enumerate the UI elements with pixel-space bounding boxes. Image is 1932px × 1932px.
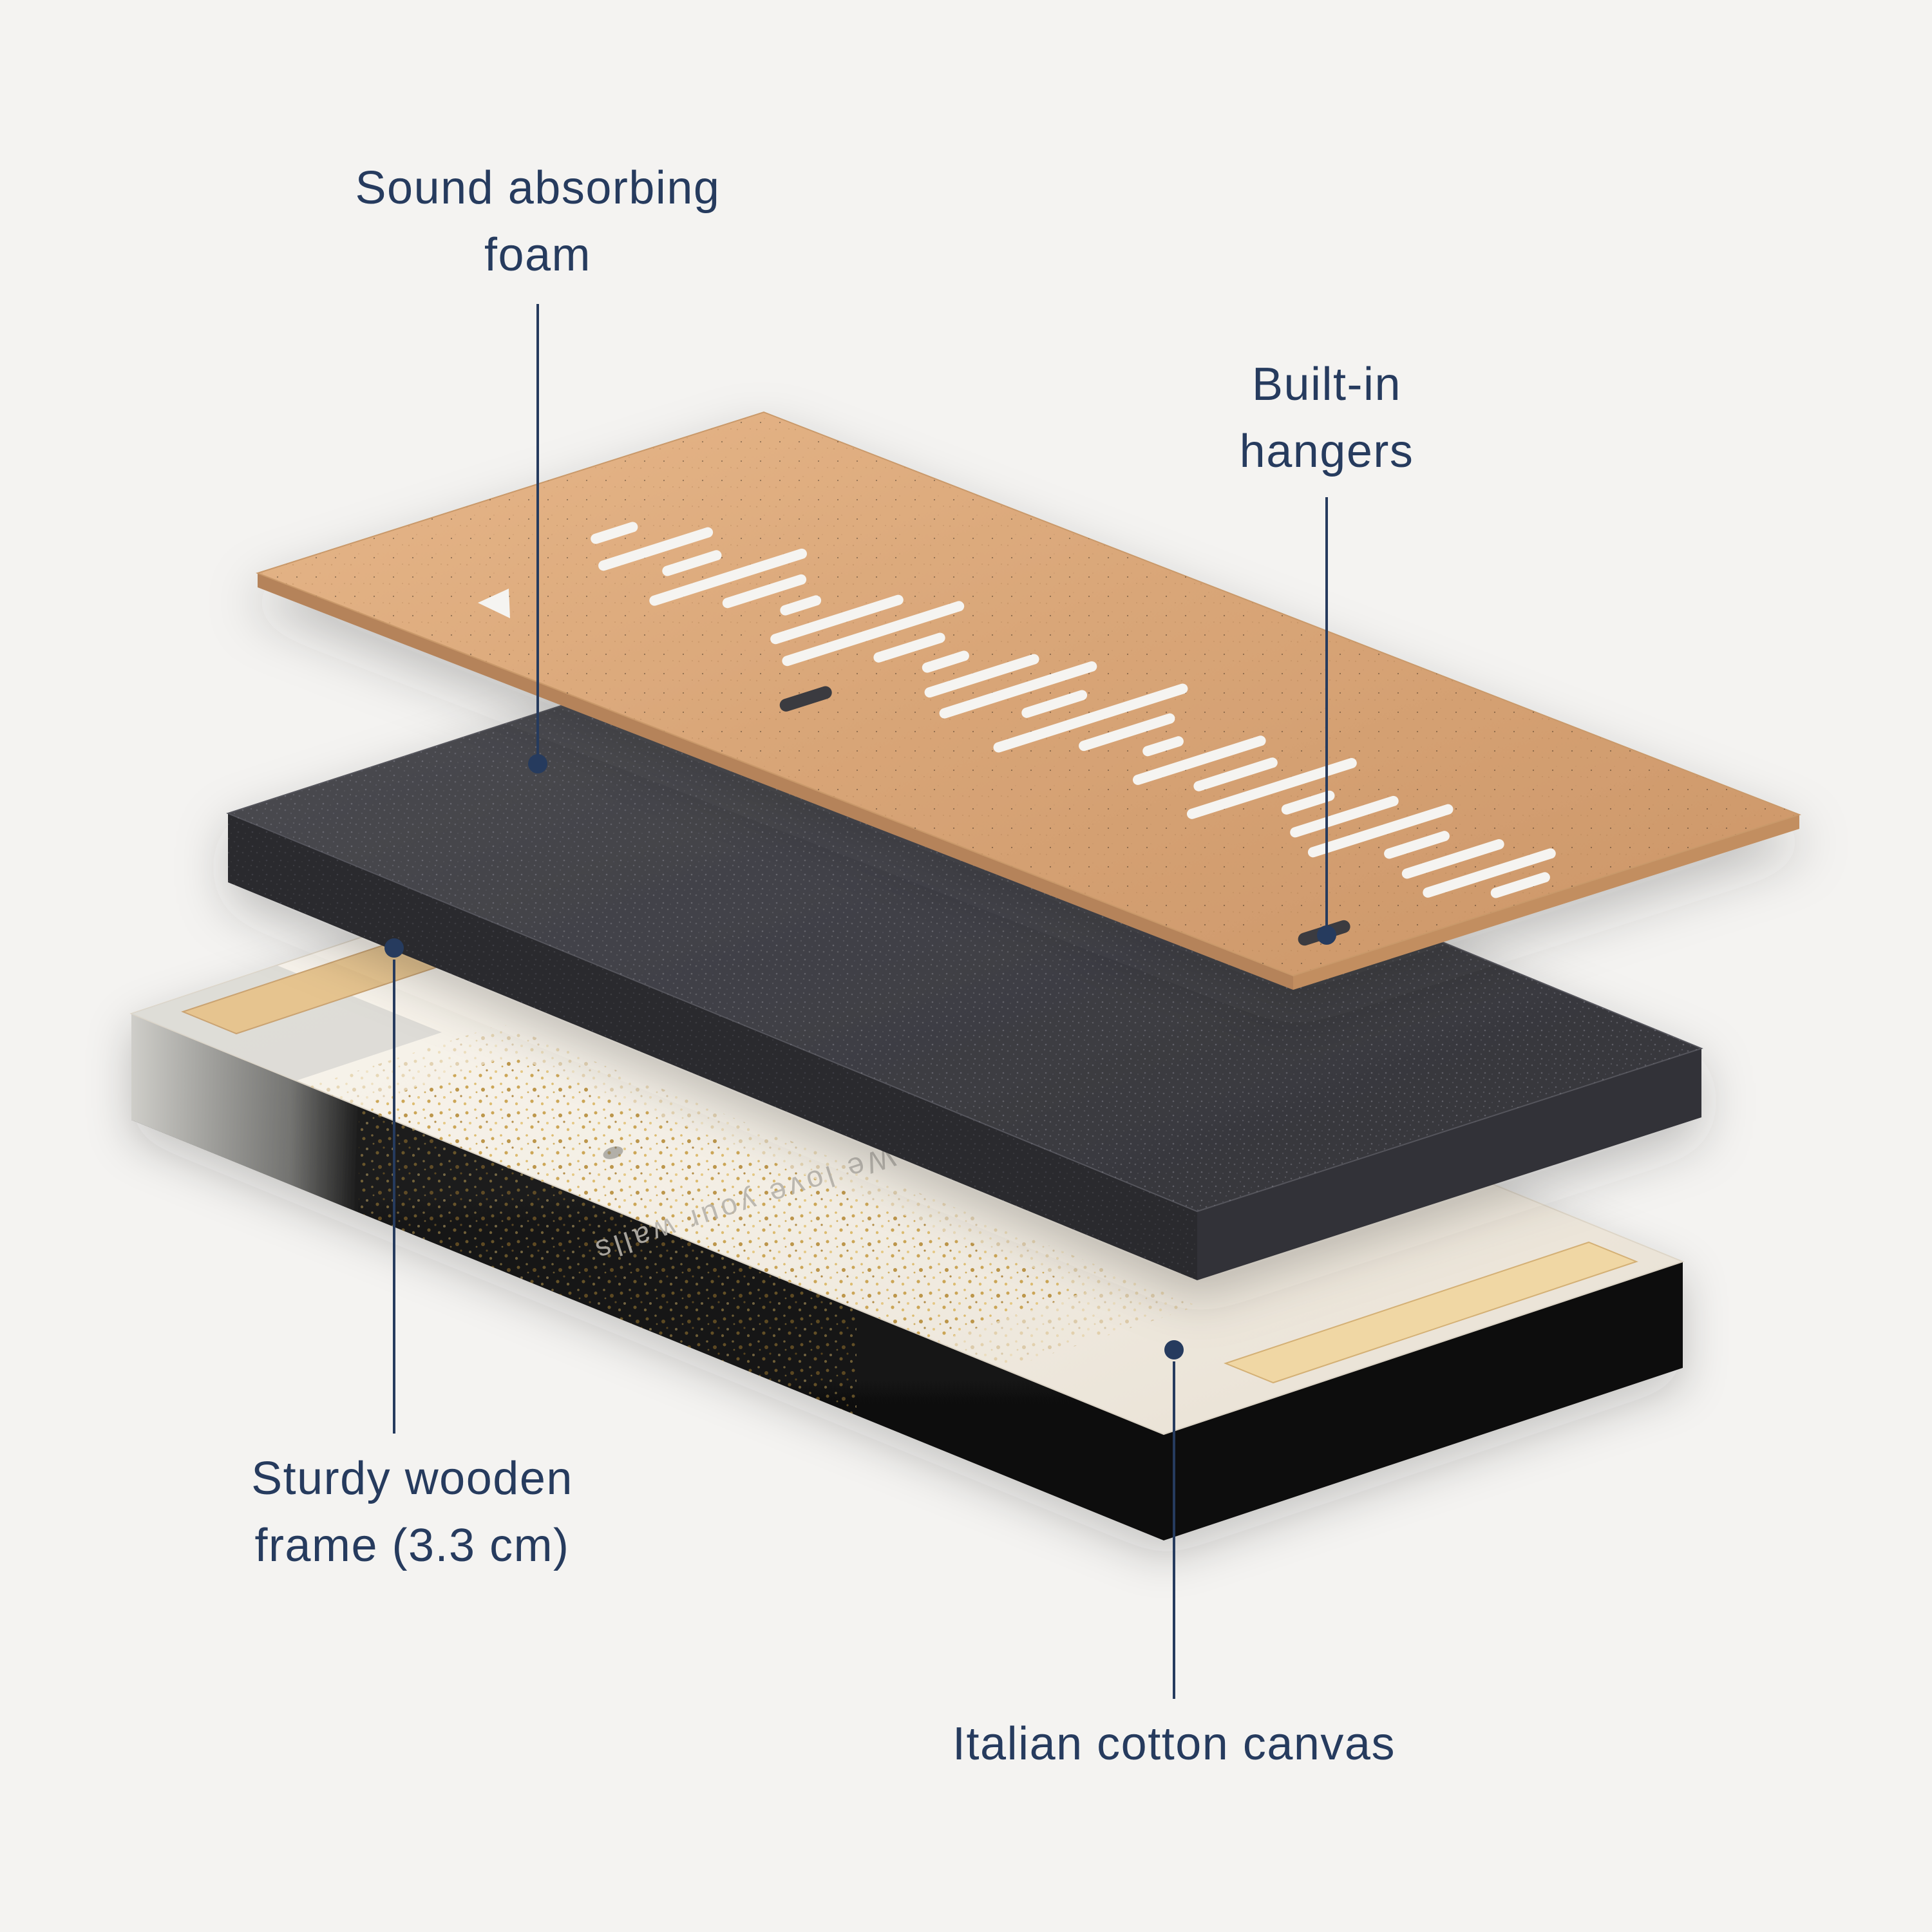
canvas-side-gold-speckles [359, 1106, 857, 1416]
slot-cutout [1079, 713, 1175, 752]
callout-frame-label: Sturdy wooden frame (3.3 cm) [251, 1445, 573, 1580]
slot-cutout [770, 594, 904, 645]
slot-cutout [1490, 872, 1550, 898]
callout-hangers-text-line1: Built-in [1251, 359, 1402, 410]
callout-canvas-text-line1: Italian cotton canvas [952, 1718, 1396, 1770]
slot-cutout [1384, 831, 1450, 859]
canvas-side-marble-wrap [131, 1014, 359, 1213]
slot-cutout [662, 550, 722, 576]
callout-foam-dot [528, 754, 547, 773]
panel-side-left [258, 573, 1293, 990]
slot-cutout [722, 574, 807, 609]
foam-layer [226, 649, 1703, 1280]
mdf-panel-layer [255, 411, 1802, 990]
panel-triangle-cutout [478, 589, 510, 618]
callout-foam-text-line1: Sound absorbing [355, 162, 721, 214]
canvas-side-right [1164, 1262, 1683, 1540]
slot-cutout [922, 650, 969, 673]
canvas-ink-smudge [603, 1146, 623, 1159]
callout-frame-dot [384, 938, 404, 958]
slot-cutout [779, 686, 832, 712]
callout-foam-label: Sound absorbing foam [355, 155, 721, 289]
slot-cutout [1423, 848, 1556, 898]
callout-frame-text-line1: Sturdy wooden [251, 1453, 573, 1504]
callout-frame-line [393, 960, 395, 1434]
callout-hangers-label: Built-in hangers [1240, 351, 1414, 486]
callout-frame-text-line2: frame (3.3 cm) [254, 1520, 570, 1572]
callout-canvas-label: Italian cotton canvas [952, 1710, 1396, 1777]
slot-cutout [924, 654, 1039, 698]
foam-speckle-texture [228, 650, 1701, 1211]
panel-side-right [1293, 815, 1799, 990]
callout-hangers-text-line2: hangers [1239, 426, 1414, 478]
slot-cutout [591, 522, 638, 544]
slot-cutout [649, 548, 807, 606]
foam-side-right [1197, 1048, 1701, 1280]
canvas-top-gold-speckles [359, 1056, 1089, 1341]
callout-canvas-dot [1164, 1340, 1184, 1359]
wooden-frame-corner [1224, 1241, 1638, 1384]
slot-cutout [598, 527, 714, 571]
slot-cutout [1193, 757, 1278, 791]
callout-canvas-line [1173, 1361, 1175, 1699]
soundwave-slot-cutouts [591, 522, 1556, 898]
callout-hangers-dot [1317, 925, 1336, 945]
callout-hangers-line [1325, 497, 1328, 929]
slot-cutout [993, 683, 1188, 753]
slot-cutout [1290, 795, 1399, 838]
slot-cutout [1187, 758, 1357, 819]
foam-side-speckle-texture [228, 813, 1197, 1280]
callout-foam-line [536, 304, 539, 756]
slot-cutout [1133, 735, 1266, 785]
slot-cutout [1142, 736, 1184, 757]
slot-cutout [1401, 839, 1504, 879]
slot-cutout [939, 661, 1097, 719]
slot-cutout [1281, 790, 1335, 815]
slot-cutout [780, 595, 822, 616]
slot-cutout [873, 632, 945, 663]
slot-cutout [1307, 804, 1454, 858]
callout-foam-text-line2: foam [484, 229, 592, 281]
slot-cutout [782, 601, 965, 667]
canvas-top-marble-wrap [131, 965, 442, 1081]
slot-cutout [1021, 690, 1088, 718]
